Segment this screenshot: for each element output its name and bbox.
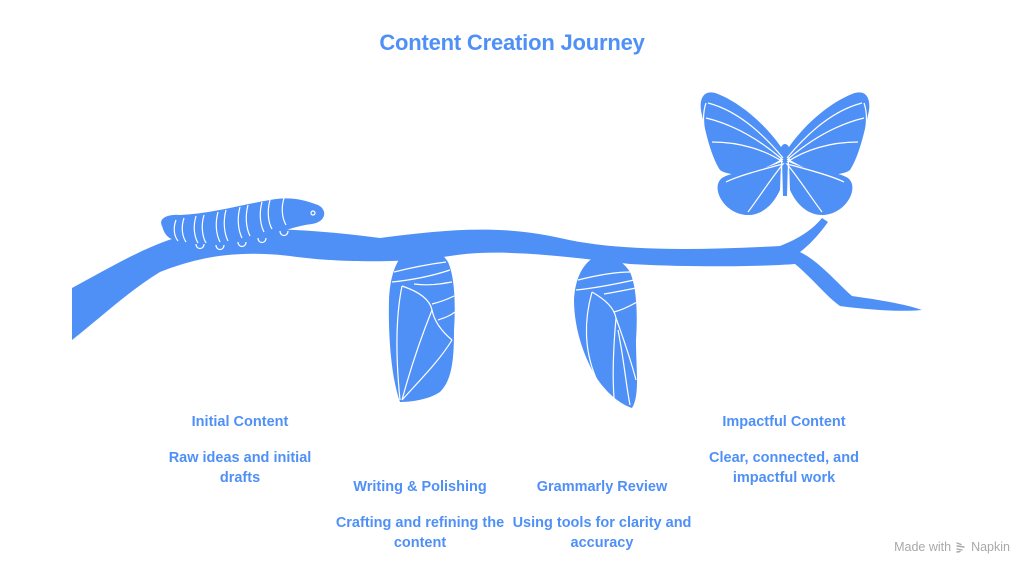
stage-description: Clear, connected, and impactful work <box>709 450 859 486</box>
caterpillar-icon <box>161 197 325 251</box>
butterfly-icon <box>700 92 870 216</box>
made-with-napkin-badge[interactable]: Made with Napkin <box>894 540 1010 554</box>
stage-description: Crafting and refining the content <box>335 515 505 551</box>
stage-label: Impactful Content <box>722 414 846 430</box>
stage-description: Using tools for clarity and accuracy <box>512 515 692 551</box>
stage-writing-polishing: Writing & Polishing Crafting and refinin… <box>330 477 510 553</box>
made-with-text: Made with <box>894 540 952 554</box>
stage-label: Initial Content <box>191 414 289 430</box>
stage-initial-content: Initial Content Raw ideas and initial dr… <box>150 412 330 488</box>
brand-name: Napkin <box>971 540 1010 554</box>
napkin-logo-icon <box>956 542 965 553</box>
stage-impactful-content: Impactful Content Clear, connected, and … <box>694 412 874 488</box>
page-title: Content Creation Journey <box>379 30 645 55</box>
stage-description: Raw ideas and initial drafts <box>168 450 312 486</box>
chrysalis-icon <box>388 245 456 402</box>
stage-grammarly-review: Grammarly Review Using tools for clarity… <box>512 477 692 553</box>
branch <box>72 218 922 340</box>
chrysalis-icon <box>574 255 638 408</box>
stage-label: Grammarly Review <box>536 479 668 495</box>
stage-label: Writing & Polishing <box>353 479 487 495</box>
